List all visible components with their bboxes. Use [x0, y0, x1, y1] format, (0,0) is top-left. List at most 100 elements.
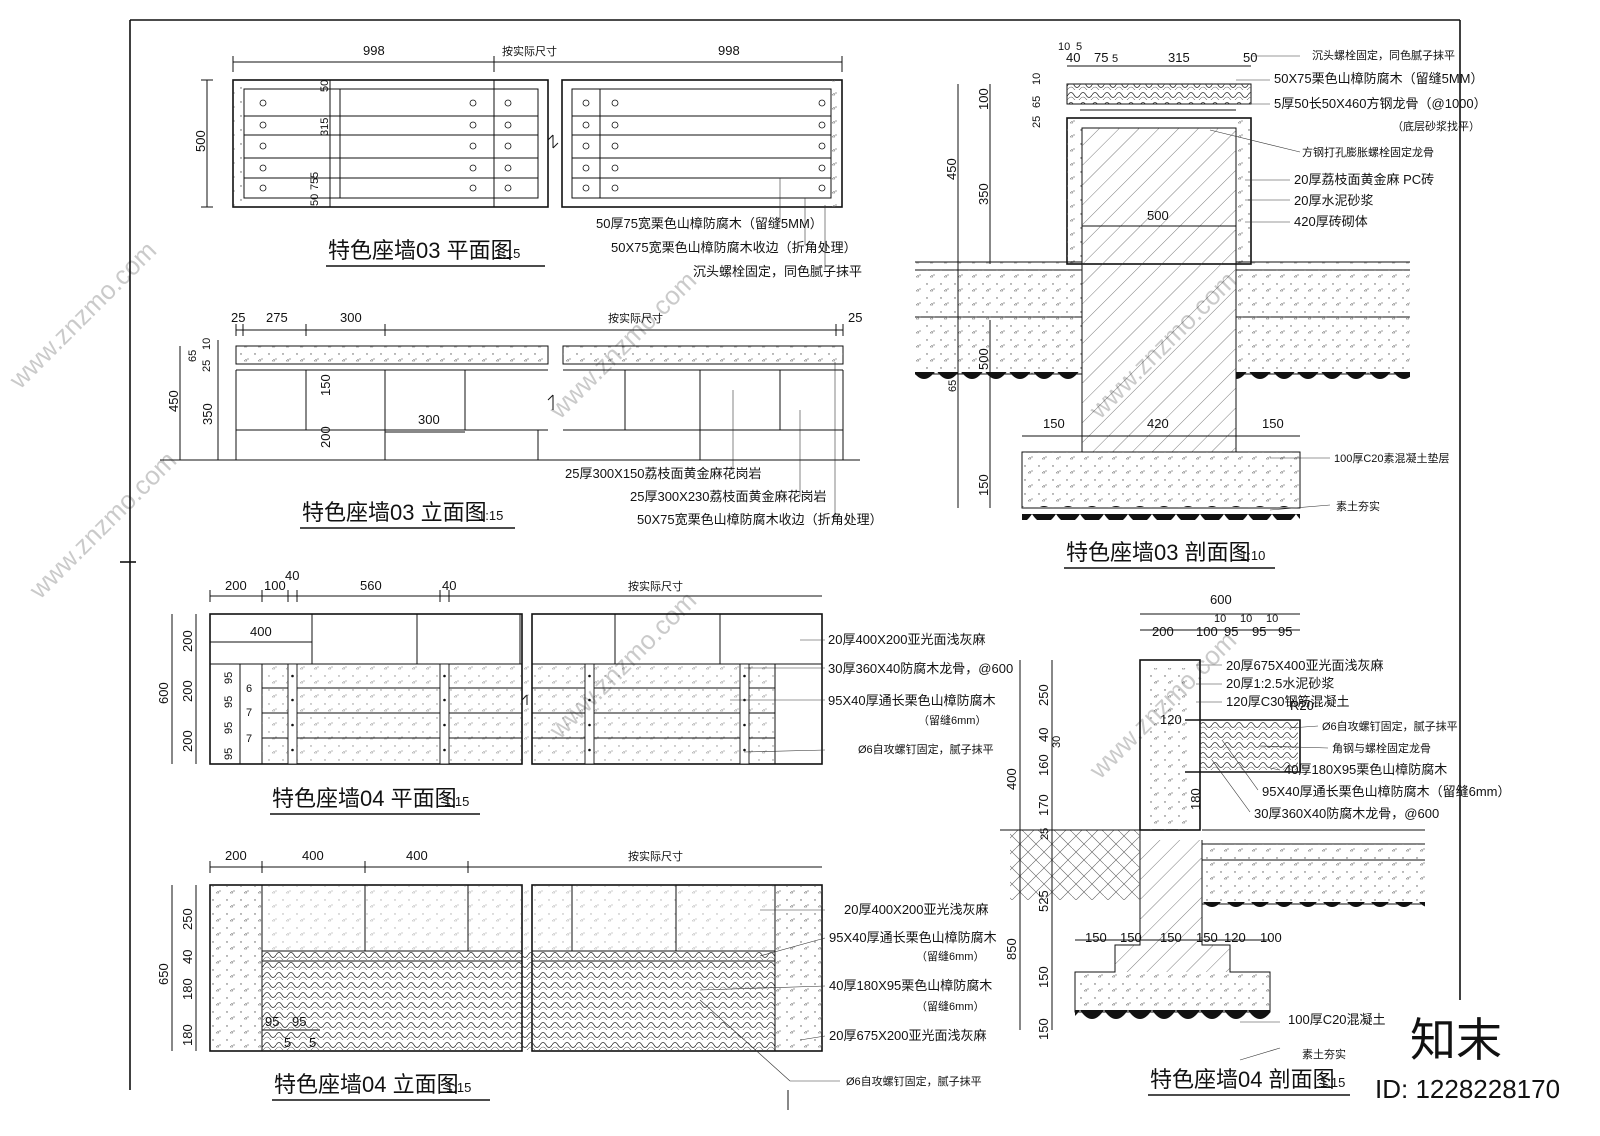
- plan04-dim-small-2: 6: [246, 683, 252, 695]
- sect03-dim-left-1: 450: [944, 158, 959, 180]
- sect04-dim-top-7: 95: [1252, 624, 1266, 639]
- plan03-dim-top-2: 按实际尺寸: [502, 44, 557, 58]
- plan03-note-3: 沉头螺栓固定，同色腻子抹平: [693, 264, 862, 279]
- sect03-note-4: （底层砂浆找平）: [1392, 119, 1480, 133]
- sect04-dim-top-9: 95: [1278, 624, 1292, 639]
- sect04-note-1: 20厚675X400亚光面浅灰麻: [1226, 658, 1384, 673]
- section-04-view: 600 200 100 10 95 10 95 10 95 400 250 40…: [1000, 592, 1510, 1096]
- section-03-view: 10 5 40 75 5 315 50 450 100 10 25 65 350…: [915, 41, 1487, 569]
- elev04-dim-left-5: 180: [180, 1024, 195, 1046]
- elev03-dim-left-3: 25: [201, 360, 213, 372]
- sect04-dim-left-3: 40: [1036, 728, 1051, 742]
- elev04-dim-top-3: 400: [406, 848, 428, 863]
- elev04-dim-left-2: 250: [180, 908, 195, 930]
- elev04-dim-bottom-4: 5: [309, 1035, 316, 1050]
- sect03-scale: 1:10: [1240, 548, 1265, 563]
- elev04-note-7: Ø6自攻螺钉固定，腻子抹平: [846, 1074, 982, 1088]
- elev04-dim-left-4: 180: [180, 978, 195, 1000]
- elev03-dim-left-2: 65: [187, 350, 199, 362]
- sect04-dim-bottom-3: 150: [1160, 930, 1182, 945]
- elev03-title: 特色座墙03 立面图: [302, 500, 487, 525]
- plan04-dim-top-4: 560: [360, 578, 382, 593]
- elev04-title: 特色座墙04 立面图: [274, 1072, 459, 1097]
- sect04-note-8: 30厚360X40防腐木龙骨，@600: [1254, 806, 1439, 821]
- sect03-note-7: 20厚水泥砂浆: [1294, 193, 1373, 208]
- plan03-dim-top-1: 998: [363, 43, 385, 58]
- elev04-note-2: 95X40厚通长栗色山樟防腐木: [829, 930, 997, 945]
- plan04-dim-small-4: 7: [246, 707, 252, 719]
- sect04-dim-inner-1: 120: [1160, 712, 1182, 727]
- sect04-radius: R20: [1290, 698, 1314, 713]
- sect04-dim-bottom-1: 150: [1085, 930, 1107, 945]
- sect04-dim-bottom-6: 100: [1260, 930, 1282, 945]
- elev03-dim-top-4: 按实际尺寸: [608, 311, 663, 325]
- elev-04-view: 200 400 400 按实际尺寸 650 250 40 180 180 95 …: [156, 848, 997, 1101]
- sect03-dim-left-4: 25: [1031, 116, 1043, 128]
- sect03-dim-left-2: 100: [976, 88, 991, 110]
- sect03-note-8: 420厚砖砌体: [1294, 214, 1368, 229]
- elev04-dim-top-1: 200: [225, 848, 247, 863]
- elev03-note-2: 25厚300X230荔枝面黄金麻花岗岩: [630, 489, 827, 504]
- plan04-dim-small-1: 95: [223, 672, 235, 684]
- elev04-dim-top-4: 按实际尺寸: [628, 849, 683, 863]
- plan03-scale: 1:15: [495, 246, 520, 261]
- plan03-title: 特色座墙03 平面图: [328, 238, 513, 263]
- sect03-dim-top-6: 315: [1168, 50, 1190, 65]
- elev04-dim-top-2: 400: [302, 848, 324, 863]
- sect03-note-3: 5厚50长50X460方钢龙骨（@1000）: [1274, 96, 1487, 111]
- sect04-note-4: Ø6自攻螺钉固定，腻子抹平: [1322, 719, 1458, 733]
- sect03-dim-top-7: 50: [1243, 50, 1257, 65]
- sect04-dim-left-9: 525: [1036, 890, 1051, 912]
- sect04-scale: 1:15: [1320, 1075, 1345, 1090]
- watermark-text-3: www.znzmo.com: [542, 265, 702, 425]
- plan04-dim-top-3: 40: [285, 568, 299, 583]
- sect03-title: 特色座墙03 剖面图: [1066, 540, 1251, 565]
- sect04-dim-top-2: 200: [1152, 624, 1174, 639]
- plan04-scale: 1:15: [444, 794, 469, 809]
- sect03-dim-mid: 500: [1147, 208, 1169, 223]
- watermark-text-2: www.znzmo.com: [22, 445, 182, 605]
- sect03-dim-left-7: 500: [976, 348, 991, 370]
- elev03-dim-left-6: 150: [318, 374, 333, 396]
- elev04-dim-left-1: 650: [156, 963, 171, 985]
- plan04-dim-top-5: 40: [442, 578, 456, 593]
- sect03-note-2: 50X75栗色山樟防腐木（留缝5MM）: [1274, 71, 1483, 86]
- brand-id-text: ID: 1228228170: [1375, 1074, 1560, 1104]
- elev04-scale: 1:15: [446, 1080, 471, 1095]
- elev03-note-1: 25厚300X150荔枝面黄金麻花岗岩: [565, 466, 762, 481]
- plan04-dim-top-2: 100: [264, 578, 286, 593]
- elev03-dim-left-7: 200: [318, 426, 333, 448]
- elev04-note-3: （留缝6mm）: [916, 949, 984, 963]
- sect03-dim-top-1: 10: [1058, 41, 1070, 53]
- sect04-note-5: 角钢与螺栓固定龙骨: [1332, 741, 1431, 755]
- plan-04-view: 200 100 40 560 40 按实际尺寸 600 200 200 200 …: [156, 568, 1013, 815]
- elev03-dim-left-5: 350: [200, 403, 215, 425]
- elev04-dim-bottom-1: 95: [265, 1014, 279, 1029]
- sect04-dim-left-11: 150: [1036, 1018, 1051, 1040]
- sect04-note-6: 40厚180X95栗色山樟防腐木: [1284, 762, 1447, 777]
- sect03-dim-left-3: 10: [1031, 73, 1043, 85]
- sect04-dim-left-10: 150: [1036, 966, 1051, 988]
- sect04-dim-top-8: 10: [1266, 613, 1278, 625]
- plan03-dim-inner-2: 315: [319, 118, 331, 136]
- sect03-dim-left-9: 150: [976, 474, 991, 496]
- sect04-dim-left-6: 170: [1036, 794, 1051, 816]
- sect04-dim-left-2: 250: [1036, 684, 1051, 706]
- sect04-note-3: 120厚C30钢筋混凝土: [1226, 694, 1350, 709]
- sect03-note-10: 素土夯实: [1336, 499, 1380, 513]
- sect04-note-9: 100厚C20混凝土: [1288, 1012, 1386, 1027]
- sect04-title: 特色座墙04 剖面图: [1150, 1067, 1335, 1092]
- elev03-note-3: 50X75宽栗色山樟防腐木收边（折角处理）: [637, 512, 883, 527]
- sect03-note-6: 20厚荔枝面黄金麻 PC砖: [1294, 172, 1434, 187]
- elev04-dim-left-3: 40: [180, 950, 195, 964]
- plan03-dim-top-3: 998: [718, 43, 740, 58]
- plan04-dim-small-7: 95: [223, 748, 235, 760]
- plan04-dim-left-4: 200: [180, 730, 195, 752]
- plan04-dim-left-2: 200: [180, 630, 195, 652]
- sect04-dim-inner-2: 180: [1188, 788, 1203, 810]
- elev03-dim-left-4: 10: [201, 338, 213, 350]
- sect03-dim-top-3: 40: [1066, 50, 1080, 65]
- elev03-dim-inner: 300: [418, 412, 440, 427]
- elev03-dim-top-5: 25: [848, 310, 862, 325]
